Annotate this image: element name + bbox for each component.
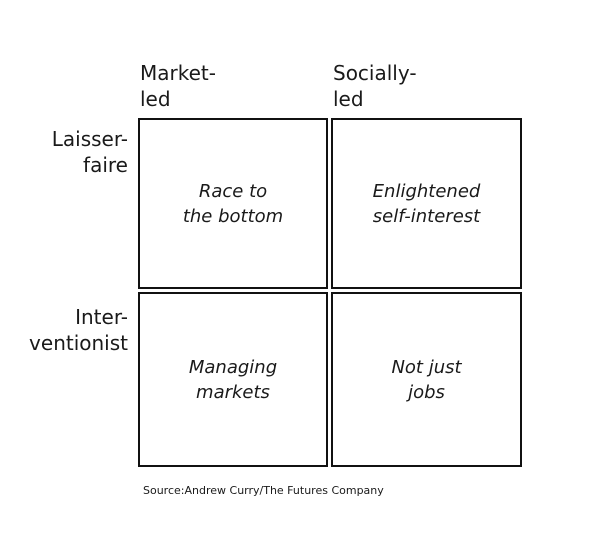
quadrant-label: Race to the bottom	[182, 180, 284, 227]
quadrant-label: Managing markets	[188, 356, 278, 403]
column-header-market-led: Market- led	[140, 61, 216, 111]
row-header-interventionist: Inter- ventionist	[29, 305, 128, 355]
quadrant-top-right: Enlightened self-interest	[331, 118, 522, 289]
row-header-laisser-faire: Laisser- faire	[51, 127, 128, 177]
quadrant-label: Not just jobs	[391, 356, 462, 403]
column-header-socially-led: Socially- led	[333, 61, 417, 111]
quadrant-label: Enlightened self-interest	[372, 180, 481, 227]
source-caption: Source:Andrew Curry/The Futures Company	[143, 484, 384, 497]
quadrant-bottom-left: Managing markets	[138, 292, 328, 467]
quadrant-top-left: Race to the bottom	[138, 118, 328, 289]
quadrant-bottom-right: Not just jobs	[331, 292, 522, 467]
